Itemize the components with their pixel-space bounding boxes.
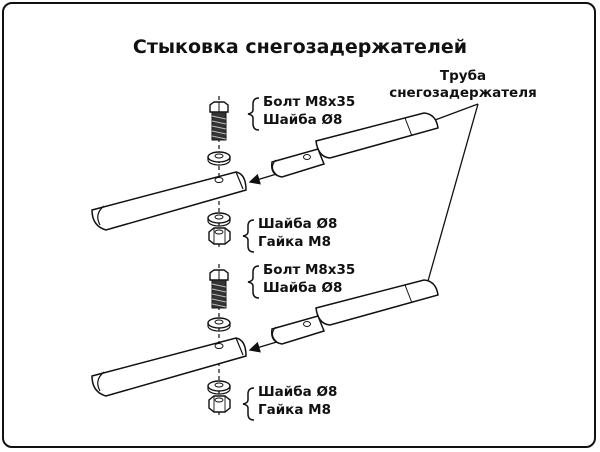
lower-nut-icon [208, 395, 231, 413]
pipe-leader-lines [425, 103, 479, 289]
upper-bolt-label: Болт М8х35 [263, 94, 356, 110]
lower-washer-bottom-label: Шайба Ø8 [258, 384, 338, 400]
upper-washer-bottom-label: Шайба Ø8 [258, 216, 338, 232]
upper-receiving-tube [91, 171, 247, 231]
upper-washer-top-icon [207, 151, 231, 166]
upper-nut-label: Гайка М8 [258, 234, 331, 250]
lower-nut-label: Гайка М8 [258, 402, 331, 418]
lower-snow-guard-pipe [270, 279, 439, 345]
lower-assembly [91, 264, 439, 421]
lower-bolt-label: Болт М8х35 [263, 262, 356, 278]
upper-washer-top-label: Шайба Ø8 [263, 112, 343, 128]
upper-nut-icon [208, 227, 231, 245]
lower-brackets [242, 265, 260, 421]
upper-brackets [242, 97, 260, 253]
pipe-label: Труба снегозадержателя [388, 68, 538, 102]
upper-bolt-icon [209, 101, 229, 141]
diagram-title: Стыковка снегозадержателей [132, 36, 468, 58]
lower-bolt-icon [209, 269, 229, 309]
lower-washer-top-icon [207, 317, 231, 332]
upper-washer-bottom-icon [207, 212, 231, 227]
lower-washer-top-label: Шайба Ø8 [263, 280, 343, 296]
upper-snow-guard-pipe [270, 112, 439, 178]
pipe-label-line1: Труба [439, 68, 487, 84]
upper-assembly [91, 96, 439, 253]
lower-washer-bottom-icon [207, 380, 231, 395]
lower-receiving-tube [91, 337, 247, 397]
pipe-label-line2: снегозадержателя [389, 85, 537, 101]
